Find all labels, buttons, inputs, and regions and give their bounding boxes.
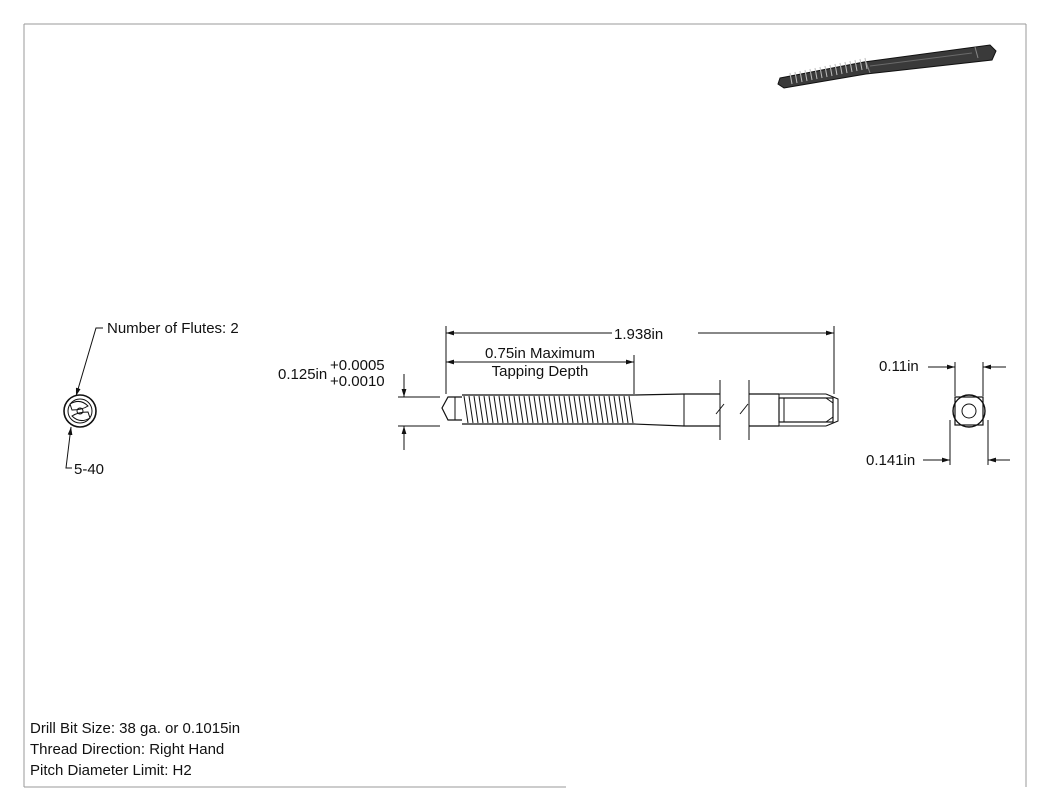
iso-thread-line (829, 64, 833, 77)
thread-crest-line (593, 395, 599, 424)
thread-length-dimension (446, 355, 635, 394)
square-size-label: 0.11in (879, 358, 919, 375)
thread-crest-line (613, 395, 619, 424)
iso-thread-line (809, 68, 813, 81)
iso-thread-line (834, 63, 838, 76)
thread-crest-line (478, 395, 484, 424)
thread-crest-line (563, 395, 569, 424)
iso-thread-line (794, 71, 798, 84)
thread-crest-line (483, 395, 489, 424)
shank-width-label: 0.141in (866, 452, 915, 469)
diameter-dimension (398, 374, 440, 450)
iso-thread-line (849, 60, 853, 73)
thread-crest-line (513, 395, 519, 424)
thread-crest-line (618, 395, 624, 424)
iso-thread-line (839, 62, 843, 75)
right-end-view (923, 362, 1010, 465)
iso-thread-line (819, 66, 823, 79)
isometric-view (777, 44, 997, 89)
thread-crest-line (508, 395, 514, 424)
thread-crest-line (528, 395, 534, 424)
thread-crest-line (518, 395, 524, 424)
tap-side-view (441, 380, 839, 440)
thread-crest-line (553, 395, 559, 424)
iso-thread-line (864, 57, 868, 70)
thread-crest-line (573, 395, 579, 424)
thread-crest-line (558, 395, 564, 424)
thread-crest-line (568, 395, 574, 424)
sheet-border (23, 23, 1027, 788)
overall-length-label: 1.938in (614, 326, 663, 343)
thread-crest-line (598, 395, 604, 424)
diameter-label: 0.125in (278, 366, 327, 383)
thread-crest-line (538, 395, 544, 424)
thread-crest-line (578, 395, 584, 424)
pitch-limit-note: Pitch Diameter Limit: H2 (30, 762, 192, 779)
thread-crest-line (543, 395, 549, 424)
flutes-label: Number of Flutes: 2 (107, 320, 239, 337)
iso-thread-line (804, 69, 808, 82)
iso-thread-line (859, 58, 863, 71)
thread-size-label: 5-40 (74, 461, 104, 478)
thread-crest-line (503, 395, 509, 424)
thread-length-label: 0.75in Maximum (485, 345, 595, 362)
thread-crest-line (523, 395, 529, 424)
tolerance-plus: +0.0005 (330, 357, 385, 374)
drill-bit-note: Drill Bit Size: 38 ga. or 0.1015in (30, 720, 241, 737)
iso-thread-line (824, 65, 828, 78)
thread-crest-line (473, 395, 479, 424)
thread-crest-line (533, 395, 539, 424)
iso-thread-line (814, 67, 818, 80)
thread-crest-line (463, 395, 469, 424)
left-end-view: Number of Flutes: 2 5-40 (63, 320, 239, 478)
thread-crest-line (548, 395, 554, 424)
thread-crest-line (493, 395, 499, 424)
iso-thread-line (854, 59, 858, 72)
thread-crest-line (588, 395, 594, 424)
iso-thread-line (844, 61, 848, 74)
notes-block: Drill Bit Size: 38 ga. or 0.1015in Threa… (30, 718, 240, 781)
thread-crest-line (488, 395, 494, 424)
thread-crest-line (623, 395, 629, 424)
thread-crest-line (468, 395, 474, 424)
tolerance-minus: +0.0010 (330, 373, 385, 390)
thread-crest-line (583, 395, 589, 424)
thread-direction-note: Thread Direction: Right Hand (30, 741, 225, 758)
thread-crest-line (603, 395, 609, 424)
thread-crest-line (628, 395, 634, 424)
iso-thread-line (789, 72, 793, 85)
thread-crest-line (498, 395, 504, 424)
tapping-depth-label: Tapping Depth (492, 363, 589, 380)
thread-crest-line (608, 395, 614, 424)
iso-thread-line (799, 70, 803, 83)
